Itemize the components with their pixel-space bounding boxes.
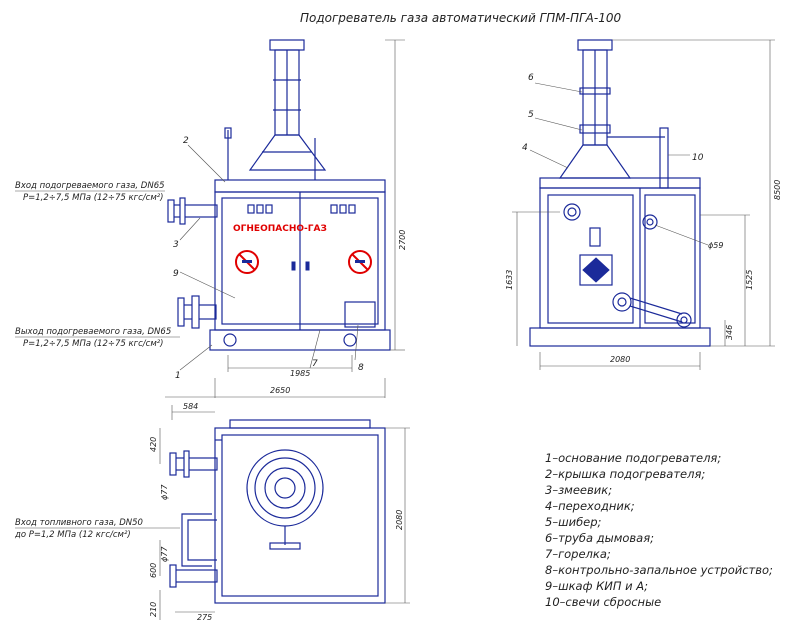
heater-lid — [214, 179, 386, 193]
item-number: 2 — [183, 136, 189, 146]
legend-item: 8–контрольно-запальное устройство; — [545, 563, 773, 577]
legend-item: 5–шибер; — [545, 515, 602, 529]
legend: 1–основание подогревателя; 2–крышка подо… — [545, 451, 773, 609]
outlet-callout-1: Выход подогреваемого газа, DN65 — [15, 327, 171, 337]
dim-top-depth: 2080 — [395, 510, 404, 530]
top-body — [214, 427, 386, 604]
legend-item: 2–крышка подогревателя; — [545, 467, 705, 481]
item-number: 8 — [358, 363, 364, 373]
inlet-callout-2: P=1,2÷7,5 МПа (12÷75 кгс/см²) — [23, 193, 163, 203]
side-base — [529, 327, 711, 347]
legend-item: 1–основание подогревателя; — [545, 451, 721, 465]
dim-front-height: 2700 — [398, 230, 407, 250]
outlet-callout-2: P=1,2÷7,5 МПа (12÷75 кгс/см²) — [23, 339, 163, 349]
legend-item: 10–свечи сбросные — [545, 595, 661, 609]
dim-top-600: 600 — [149, 563, 158, 578]
fuel-callout-2: до P=1,2 МПа (12 кгс/см²) — [14, 530, 131, 540]
side-chimney-cap — [577, 39, 613, 51]
legend-item: 4–переходник; — [545, 499, 635, 513]
dim-side-width: 2080 — [610, 355, 630, 364]
dim-top-420: 420 — [149, 437, 158, 452]
heater-base — [209, 329, 391, 351]
ignition-device — [344, 301, 376, 328]
dim-top-phi77-a: ϕ77 — [160, 484, 169, 500]
side-view: 2080 8500 1525 346 1633 ϕ59 — [505, 39, 782, 370]
dim-side-1633: 1633 — [505, 270, 514, 290]
dim-side-346: 346 — [725, 325, 734, 340]
legend-item: 6–труба дымовая; — [545, 531, 654, 545]
dim-side-1525: 1525 — [745, 270, 754, 290]
item-number: 7 — [312, 359, 318, 369]
legend-item: 3–змеевик; — [545, 483, 612, 497]
dim-top-210: 210 — [149, 602, 158, 617]
warning-sign-text: ОГНЕОПАСНО-ГАЗ — [233, 224, 327, 234]
chimney-cap — [269, 39, 305, 51]
dim-top-275: 275 — [197, 613, 212, 622]
no-smoking-sign-icon — [235, 250, 259, 274]
transition-cone — [248, 134, 327, 171]
legend-item: 9–шкаф КИП и А; — [545, 579, 648, 593]
no-smoking-sign-icon — [348, 250, 372, 274]
item-number: 3 — [173, 240, 179, 250]
dim-side-phi59: ϕ59 — [708, 241, 723, 250]
dim-side-total: 8500 — [773, 180, 782, 200]
item-number: 5 — [528, 110, 534, 120]
dim-top-width: 2650 — [270, 386, 290, 395]
inlet-callout-1: Вход подогреваемого газа, DN65 — [15, 181, 165, 191]
legend-item: 7–горелка; — [545, 547, 611, 561]
dim-top-phi77-b: ϕ77 — [160, 546, 169, 562]
top-view: 584 420 ϕ77 ϕ77 600 210 275 2080 — [149, 402, 410, 622]
fuel-callout-1: Вход топливного газа, DN50 — [15, 518, 143, 528]
item-number: 1 — [175, 371, 181, 381]
dim-top-offset: 584 — [183, 402, 198, 411]
front-view: 2700 1985 2650 — [165, 39, 407, 398]
inlet-pipe — [171, 204, 218, 218]
item-number: 6 — [528, 73, 534, 83]
item-number: 10 — [692, 153, 704, 163]
drawing-title: Подогреватель газа автоматический ГПМ-ПГ… — [300, 11, 621, 25]
item-number: 4 — [522, 143, 528, 153]
dim-front-base: 1985 — [290, 369, 310, 378]
item-number: 9 — [173, 269, 179, 279]
burner-outer — [246, 449, 324, 527]
